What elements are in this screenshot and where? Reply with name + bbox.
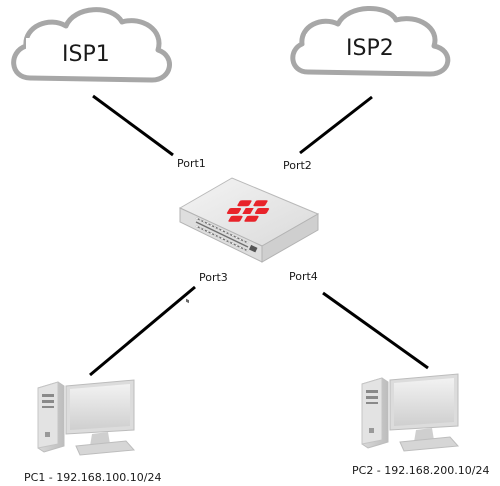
fortinet-logo-icon bbox=[226, 200, 270, 222]
port2-label: Port2 bbox=[283, 159, 312, 172]
isp2-label: ISP2 bbox=[346, 36, 394, 61]
link-isp1-port1 bbox=[92, 94, 174, 157]
link-port4-pc2 bbox=[322, 291, 429, 370]
isp1-cloud-icon bbox=[11, 7, 172, 83]
pc2-computer-icon bbox=[361, 373, 460, 452]
port3-label: Port3 bbox=[199, 271, 228, 284]
link-port3-pc1 bbox=[89, 285, 196, 377]
isp2-cloud-icon bbox=[290, 6, 451, 77]
isp1-label: ISP1 bbox=[62, 42, 110, 67]
pc2-label: PC2 - 192.168.200.10/24 bbox=[352, 464, 490, 477]
pc1-label: PC1 - 192.168.100.10/24 bbox=[24, 471, 162, 484]
pc1-computer-icon bbox=[37, 379, 136, 456]
fortigate-firewall-icon bbox=[178, 177, 320, 304]
port4-label: Port4 bbox=[289, 270, 318, 283]
port1-label: Port1 bbox=[177, 157, 206, 170]
link-isp2-port2 bbox=[299, 95, 373, 155]
